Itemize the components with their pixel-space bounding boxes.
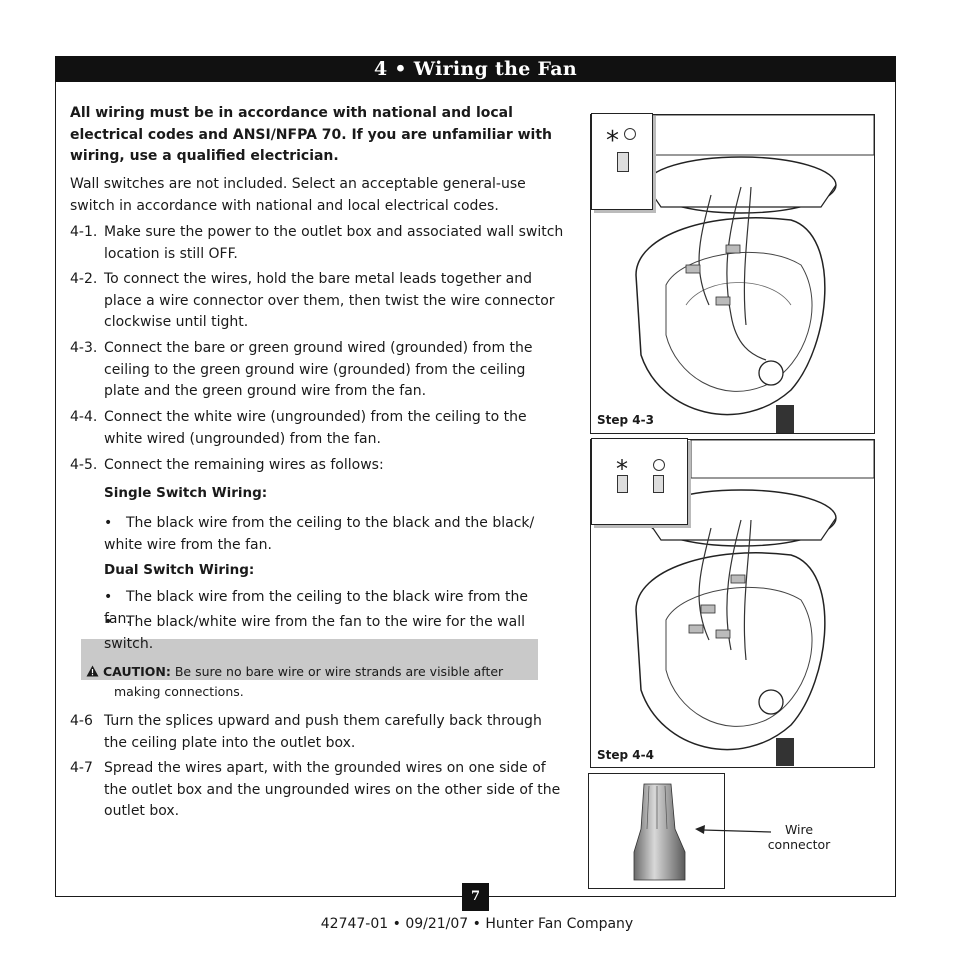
step-text: Connect the white wire (ungrounded) from… [104, 409, 527, 447]
bullet-dot: • [104, 589, 113, 605]
step-number: 4-5. [70, 457, 98, 473]
wire-connector-label-line1: Wire [784, 822, 814, 837]
step-4-5: 4-5. Connect the remaining wires as foll… [70, 455, 565, 477]
figure-step-4-4: * Step 4-4 [590, 438, 875, 768]
step-number: 4-4. [70, 409, 98, 425]
step-number: 4-2. [70, 271, 98, 287]
dual-switch-bullet: •The black wire from the ceiling to the … [104, 587, 554, 630]
step-number: 4-6 [70, 713, 93, 729]
wire-connector-illustration [633, 783, 686, 881]
step-number: 4-7 [70, 760, 93, 776]
toggle-switch-icon [617, 152, 629, 172]
dual-switch-heading: Dual Switch Wiring: [104, 562, 255, 578]
single-switch-bullet: •The black wire from the ceiling to the … [104, 513, 554, 556]
wire-connector-label: Wire connector [764, 822, 834, 852]
bulb-icon [653, 459, 665, 471]
step-4-3: 4-3. Connect the bare or green ground wi… [70, 338, 565, 403]
bullet-text: The black/white wire from the fan to the… [104, 614, 525, 652]
caution-text-cont: making connections. [114, 684, 244, 699]
figure-label: Step 4-4 [597, 748, 654, 762]
step-4-4: 4-4. Connect the white wire (ungrounded)… [70, 407, 565, 450]
fan-wiring-illustration-dual [635, 440, 874, 766]
toggle-switch-icon [653, 475, 664, 493]
figure-step-4-3: * Step 4-3 [590, 113, 875, 434]
step-text: Spread the wires apart, with the grounde… [104, 760, 561, 819]
step-number: 4-3. [70, 340, 98, 356]
intro-paragraph: Wall switches are not included. Select a… [70, 176, 526, 214]
wire-connector-arrow [695, 825, 772, 834]
lead-warning: All wiring must be in accordance with na… [70, 105, 553, 164]
caution-text: Be sure no bare wire or wire strands are… [174, 664, 504, 679]
caution-note: CAUTION: Be sure no bare wire or wire st… [86, 662, 546, 702]
bulb-icon [624, 128, 636, 140]
fan-wiring-illustration-single [635, 115, 874, 433]
step-number: 4-1. [70, 224, 98, 240]
footer: 42747-01 • 09/21/07 • Hunter Fan Company [320, 916, 634, 932]
step-4-6: 4-6 Turn the splices upward and push the… [70, 711, 565, 754]
bullet-dot: • [104, 614, 113, 630]
bullet-text: The black wire from the ceiling to the b… [104, 515, 535, 553]
bullet-dot: • [104, 515, 113, 531]
bullet-text: The black wire from the ceiling to the b… [104, 589, 528, 627]
step-text: To connect the wires, hold the bare meta… [104, 271, 555, 330]
figure-wire-connector [588, 773, 725, 889]
caution-box [81, 639, 538, 680]
step-text: Connect the bare or green ground wired (… [104, 340, 533, 399]
step-text: Turn the splices upward and push them ca… [104, 713, 542, 751]
step-4-1: 4-1. Make sure the power to the outlet b… [70, 222, 565, 265]
step-text: Make sure the power to the outlet box an… [104, 224, 564, 262]
single-switch-heading: Single Switch Wiring: [104, 485, 268, 501]
toggle-switch-icon [617, 475, 628, 493]
step-4-2: 4-2. To connect the wires, hold the bare… [70, 269, 565, 334]
asterisk-icon: * [606, 126, 619, 156]
figure-label: Step 4-3 [597, 413, 654, 427]
step-4-7: 4-7 Spread the wires apart, with the gro… [70, 758, 565, 823]
page-number: 7 [462, 883, 489, 911]
section-title: 4 • Wiring the Fan [55, 56, 896, 82]
step-text: Connect the remaining wires as follows: [104, 457, 384, 473]
wall-switch-plate: * [591, 113, 653, 210]
wire-connector-label-line2: connector [767, 837, 831, 852]
dual-switch-bullet: •The black/white wire from the fan to th… [104, 612, 554, 655]
dual-wall-switch-plate: * [591, 438, 688, 525]
warning-triangle-icon [86, 665, 99, 677]
caution-label: CAUTION: [102, 664, 171, 679]
